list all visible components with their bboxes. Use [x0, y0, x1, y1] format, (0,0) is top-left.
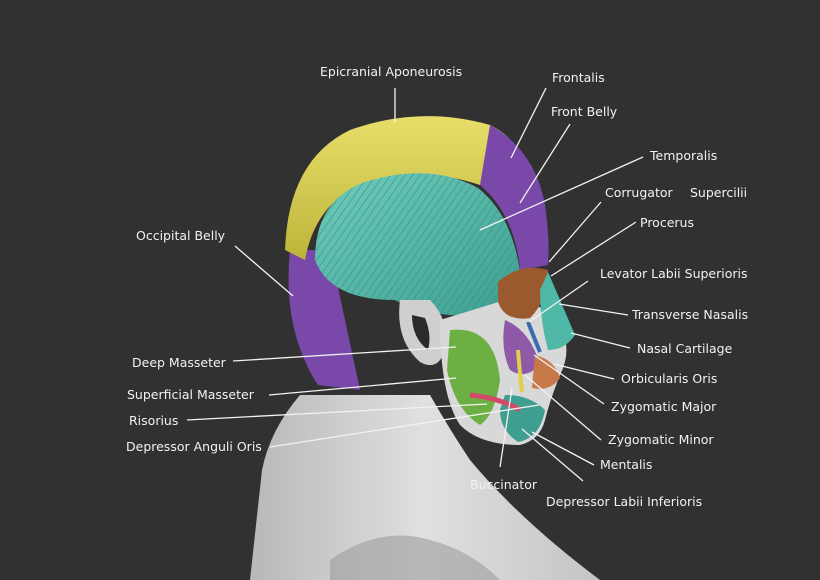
- aponeurosis-shape: [285, 116, 525, 260]
- occipital-muscle-shape: [288, 250, 360, 390]
- label-deep-masseter: Deep Masseter: [132, 355, 227, 370]
- label-orbicularis-oris: Orbicularis Oris: [621, 371, 717, 386]
- clavicle-shade: [330, 535, 500, 580]
- label-occipital-belly: Occipital Belly: [136, 228, 226, 243]
- label-front-belly: Front Belly: [551, 104, 618, 119]
- neck-and-shoulders: [250, 395, 600, 580]
- leader-lines: [186, 87, 644, 482]
- label-mentalis: Mentalis: [600, 457, 652, 472]
- masseter-shape: [447, 329, 500, 425]
- label-zygomatic-major: Zygomatic Major: [611, 399, 717, 414]
- label-zygomatic-minor: Zygomatic Minor: [608, 432, 714, 447]
- label-levator-labii-superioris: Levator Labii Superioris: [600, 266, 748, 281]
- frontalis-shape: [480, 125, 549, 270]
- label-supercilii: Supercilii: [690, 185, 747, 200]
- label-depressor-labii-inferioris: Depressor Labii Inferioris: [546, 494, 702, 509]
- label-nasal-cartilage: Nasal Cartilage: [637, 341, 733, 356]
- nose-shape: [540, 272, 575, 350]
- label-superficial-masseter: Superficial Masseter: [127, 387, 255, 402]
- label-epicranial-aponeurosis: Epicranial Aponeurosis: [320, 64, 462, 79]
- label-procerus: Procerus: [640, 215, 694, 230]
- cheek-shape: [503, 320, 540, 374]
- label-risorius: Risorius: [129, 413, 178, 428]
- temporalis-fibers: [315, 173, 520, 316]
- mouth-shape: [532, 355, 560, 389]
- label-transverse-nasalis: Transverse Nasalis: [631, 307, 748, 322]
- label-buccinator: Buccinator: [470, 477, 538, 492]
- labels: Epicranial Aponeurosis Frontalis Front B…: [126, 64, 748, 509]
- label-frontalis: Frontalis: [552, 70, 605, 85]
- label-depressor-anguli-oris: Depressor Anguli Oris: [126, 439, 262, 454]
- orbit-shape: [498, 267, 548, 319]
- label-corrugator: Corrugator: [605, 185, 674, 200]
- label-temporalis: Temporalis: [649, 148, 717, 163]
